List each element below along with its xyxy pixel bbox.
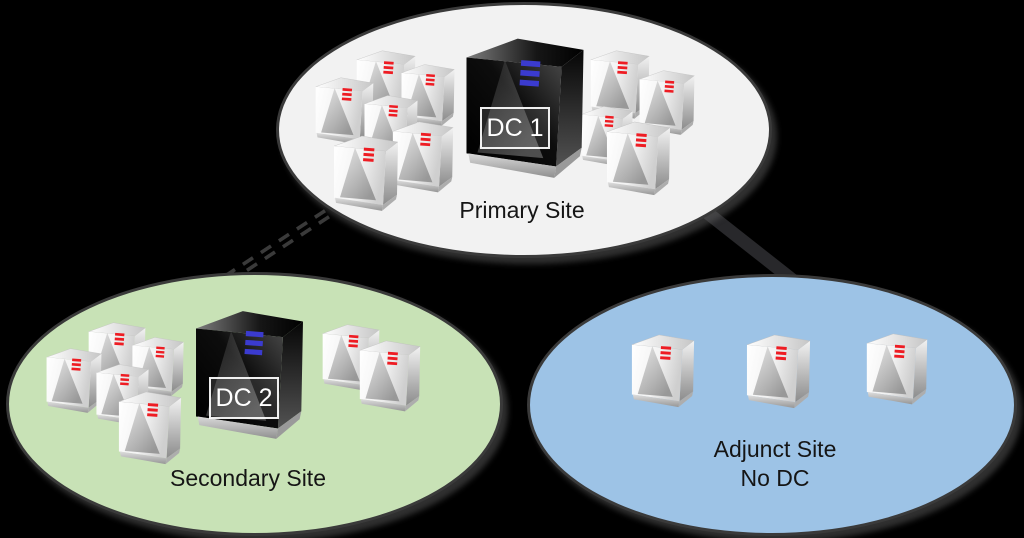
server-tower-icon [604, 119, 673, 202]
dc2-name-plate: DC 2 [209, 377, 279, 419]
dc1-name-plate: DC 1 [480, 107, 550, 149]
server-tower-icon [744, 332, 813, 415]
adjunct-site-label: Adjunct Site No DC [665, 435, 885, 493]
adjunct-site-label-line2: No DC [740, 465, 810, 491]
server-tower-icon [864, 331, 930, 411]
adjunct-site-ellipse [527, 274, 1017, 536]
secondary-site-label: Secondary Site [170, 465, 326, 491]
server-tower-icon [357, 338, 423, 418]
server-tower-icon [331, 133, 401, 218]
primary-secondary-link-dashed [221, 197, 348, 286]
dc2-label: DC 2 [215, 383, 273, 412]
dc1-label: DC 1 [486, 113, 544, 142]
server-tower-icon [116, 389, 184, 471]
server-tower-icon [629, 332, 697, 414]
primary-site-label: Primary Site [459, 197, 585, 223]
adjunct-site-label-line1: Adjunct Site [713, 436, 837, 462]
